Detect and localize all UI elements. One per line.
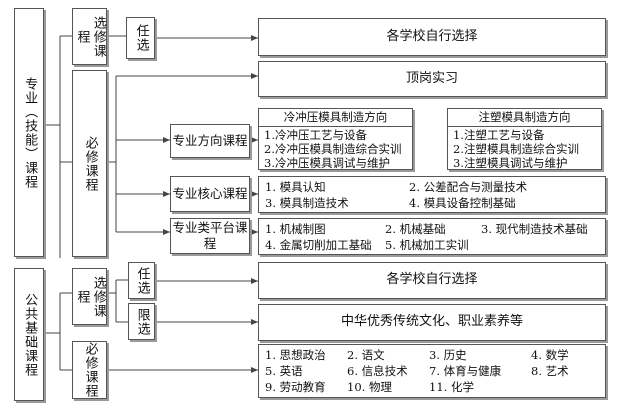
public-item: 9. 劳动教育 bbox=[265, 380, 326, 394]
core-item: 2. 公差配合与测量技术 bbox=[409, 180, 528, 194]
platform-item: 2. 机械基础 bbox=[385, 222, 446, 236]
stamping-item: 2.冷冲压模具制造综合实训 bbox=[264, 142, 402, 156]
platform-content-box: 1. 机械制图 2. 机械基础 3. 现代制造技术基础 4. 金属切削加工基础 … bbox=[258, 218, 606, 255]
pub-elective-box: 选修课程 bbox=[72, 268, 107, 325]
core-content-box: 1. 模具认知 2. 公差配合与测量技术 3. 模具制造技术 4. 模具设备控制… bbox=[258, 176, 606, 213]
platform-item: 4. 金属切削加工基础 bbox=[265, 238, 372, 252]
prof-optional-box: 任选 bbox=[126, 17, 155, 59]
pub-limited-box: 限选 bbox=[128, 303, 155, 340]
core-course-box: 专业核心课程 bbox=[170, 176, 250, 212]
direction-course-box: 专业方向课程 bbox=[170, 124, 250, 158]
stamping-item: 3.冷冲压模具调试与维护 bbox=[264, 156, 390, 170]
public-item: 8. 艺术 bbox=[531, 364, 569, 378]
stamping-title: 冷冲压模具制造方向 bbox=[283, 110, 388, 124]
pub-optional-box: 任选 bbox=[128, 262, 155, 299]
public-item: 6. 信息技术 bbox=[347, 364, 408, 378]
public-item: 1. 思想政治 bbox=[265, 348, 326, 362]
platform-course-box: 专业类平台课程 bbox=[170, 218, 250, 254]
platform-item: 5. 机械加工实训 bbox=[385, 238, 469, 252]
injection-item: 2.注塑模具制造综合实训 bbox=[453, 142, 579, 156]
core-item: 3. 模具制造技术 bbox=[265, 196, 349, 210]
pub-optional-content: 各学校自行选择 bbox=[258, 262, 606, 299]
injection-title: 注塑模具制造方向 bbox=[478, 110, 571, 124]
public-item: 11. 化学 bbox=[429, 380, 474, 394]
prof-elective-content: 各学校自行选择 bbox=[258, 18, 606, 56]
stamping-item: 1.冷冲压工艺与设备 bbox=[264, 128, 367, 142]
public-item: 3. 历史 bbox=[429, 348, 467, 362]
public-item: 5. 英语 bbox=[265, 364, 303, 378]
core-item: 1. 模具认知 bbox=[265, 180, 326, 194]
pub-limited-content: 中华优秀传统文化、职业素养等 bbox=[258, 304, 606, 341]
platform-item: 3. 现代制造技术基础 bbox=[481, 222, 588, 236]
prof-elective-box: 选修课程 bbox=[72, 8, 107, 65]
public-item: 2. 语文 bbox=[347, 348, 385, 362]
injection-item: 1.注塑工艺与设备 bbox=[453, 128, 545, 142]
injection-item: 3.注塑模具调试与维护 bbox=[453, 156, 568, 170]
pub-required-content: 1. 思想政治 2. 语文 3. 历史 4. 数学 5. 英语 6. 信息技术 … bbox=[258, 344, 606, 398]
prof-required-box: 必修课程 bbox=[72, 70, 107, 257]
internship-box: 顶岗实习 bbox=[258, 61, 606, 97]
category-public: 公共基础课程 bbox=[14, 268, 44, 401]
stamping-direction-box: 冷冲压模具制造方向 1.冷冲压工艺与设备 2.冷冲压模具制造综合实训 3.冷冲压… bbox=[258, 108, 413, 170]
public-item: 4. 数学 bbox=[531, 348, 569, 362]
category-professional: 专业（技能）课程 bbox=[14, 8, 44, 257]
pub-required-box: 必修课程 bbox=[72, 341, 107, 399]
platform-item: 1. 机械制图 bbox=[265, 222, 326, 236]
injection-direction-box: 注塑模具制造方向 1.注塑工艺与设备 2.注塑模具制造综合实训 3.注塑模具调试… bbox=[447, 108, 602, 170]
public-item: 7. 体育与健康 bbox=[429, 364, 502, 378]
core-item: 4. 模具设备控制基础 bbox=[409, 196, 516, 210]
public-item: 10. 物理 bbox=[347, 380, 392, 394]
